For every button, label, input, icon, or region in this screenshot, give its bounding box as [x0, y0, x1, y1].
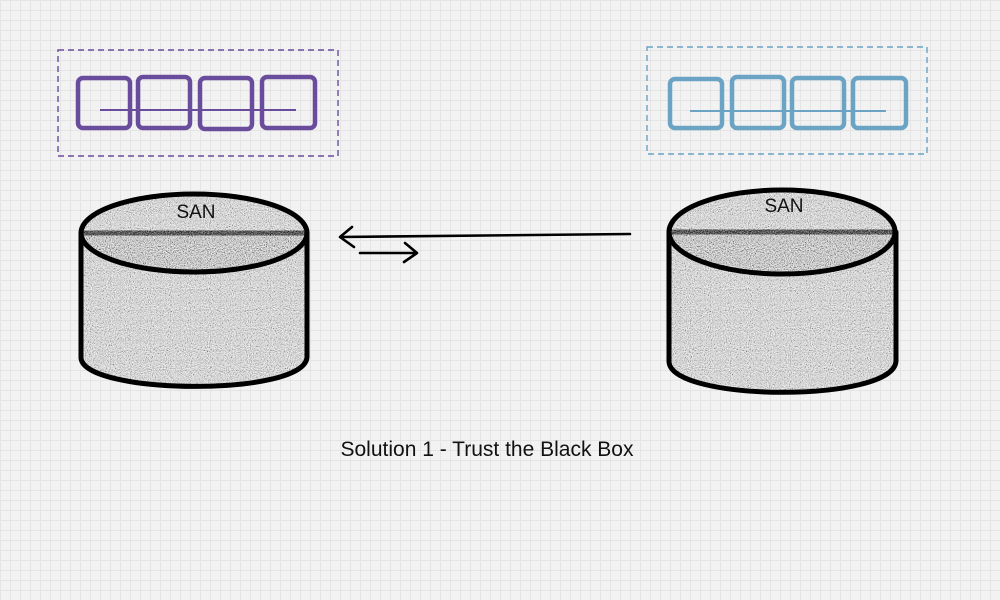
- right-san-cylinder-top-outline: [666, 187, 898, 277]
- left-disk-2: [135, 74, 193, 131]
- left-disk-group: [57, 49, 339, 157]
- left-san-cylinder: SAN: [78, 191, 310, 389]
- left-san-cylinder-top-outline: [78, 191, 310, 275]
- arrow-left-to-right: [358, 241, 419, 264]
- right-san-label: SAN: [764, 196, 803, 217]
- right-san-cylinder-body-outline: [666, 229, 899, 395]
- left-san-cylinder-body-outline: [78, 230, 310, 389]
- right-san-cylinder: SAN: [666, 187, 899, 395]
- arrow-right-to-left: [338, 225, 632, 249]
- right-disk-1: [667, 76, 725, 131]
- diagram-caption: Solution 1 - Trust the Black Box: [340, 438, 634, 461]
- left-san-label: SAN: [176, 202, 215, 223]
- right-disk-group: [646, 46, 928, 155]
- right-group-dashed-border: [646, 46, 928, 155]
- right-disk-3: [789, 75, 847, 131]
- right-disk-2: [729, 74, 787, 131]
- left-disk-4: [259, 74, 318, 131]
- replication-arrows: [338, 225, 632, 264]
- left-disk-1: [75, 75, 133, 131]
- left-disk-3: [197, 75, 255, 132]
- left-group-dashed-border: [57, 49, 339, 157]
- right-disk-4: [850, 75, 909, 131]
